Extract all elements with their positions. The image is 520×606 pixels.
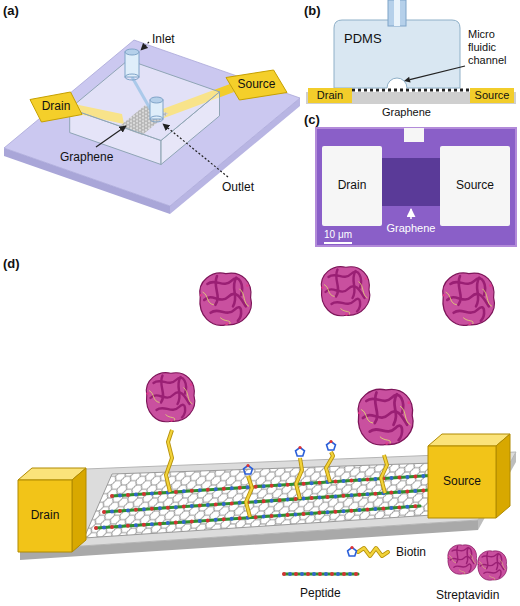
leader-line: [96, 42, 228, 177]
pdms-block-outline: [334, 20, 460, 88]
part-label: Micro fluidic channel: [468, 28, 516, 67]
legend-label-text: Streptavidin: [436, 588, 499, 602]
micrograph: [316, 128, 516, 246]
legend-label: Streptavidin: [436, 588, 499, 602]
source-block: Source: [428, 434, 510, 518]
biotin-ring: [244, 440, 336, 474]
drain-electrode: Drain: [322, 146, 382, 226]
node-text: PDMS: [344, 32, 382, 47]
part-label: Inlet: [152, 32, 175, 46]
panel-letter: (c): [304, 112, 320, 127]
scale-bar-label: 10 μm: [324, 229, 352, 241]
part-label-text: Graphene: [60, 150, 113, 164]
part-label-text: Micro fluidic channel: [468, 28, 507, 66]
part-label: Graphene: [60, 150, 113, 164]
node-text: Source: [475, 89, 510, 102]
source-electrode: Source: [440, 146, 510, 226]
panel-letter: (d): [3, 256, 20, 271]
legend-label-text: Biotin: [396, 545, 426, 559]
part-label-text: Outlet: [222, 180, 254, 194]
legend-label: Biotin: [396, 545, 426, 559]
outlet-tube: [150, 97, 163, 122]
drain-block: Drain: [18, 468, 86, 552]
legend-label: Peptide: [300, 586, 341, 600]
source-pad: Source: [226, 70, 287, 100]
source-electrode: Source: [470, 88, 514, 103]
node-text: Drain: [338, 179, 367, 193]
panel-letter-text: (d): [3, 256, 20, 271]
scale-bar-label-text: 10 μm: [324, 229, 352, 240]
node-text: Drain: [42, 100, 71, 114]
part-label: Graphene: [387, 222, 436, 235]
part-label: Graphene: [382, 106, 431, 119]
part-label-text: Graphene: [382, 106, 431, 118]
panel-letter-text: (a): [3, 3, 19, 18]
part-label-text: Inlet: [152, 32, 175, 46]
chip-substrate: [4, 40, 300, 214]
legend-label-text: Peptide: [300, 586, 341, 600]
pdms-block: [70, 60, 220, 165]
legend-icons: [284, 545, 507, 580]
pdms-block: PDMS: [334, 20, 460, 88]
node-text: Source: [456, 179, 494, 193]
graphene-sheet: [84, 462, 462, 538]
streptavidin-protein: [146, 267, 494, 445]
inlet-tube: [125, 49, 139, 80]
panel-letter-text: (c): [304, 112, 320, 127]
panel-letter: (a): [3, 3, 19, 18]
panel-letter-text: (b): [304, 3, 321, 18]
node-text: Source: [237, 78, 275, 92]
drain-electrode: Drain: [308, 88, 352, 103]
drain-pad: Drain: [30, 92, 82, 122]
part-label-text: Graphene: [387, 222, 436, 234]
node-text: Source: [443, 475, 481, 489]
part-label: Outlet: [222, 180, 254, 194]
panel-letter: (b): [304, 3, 321, 18]
biotin-linker: [166, 430, 387, 517]
peptide-chain: [96, 475, 438, 528]
node-text: Drain: [31, 509, 60, 523]
node-text: Drain: [317, 89, 343, 102]
